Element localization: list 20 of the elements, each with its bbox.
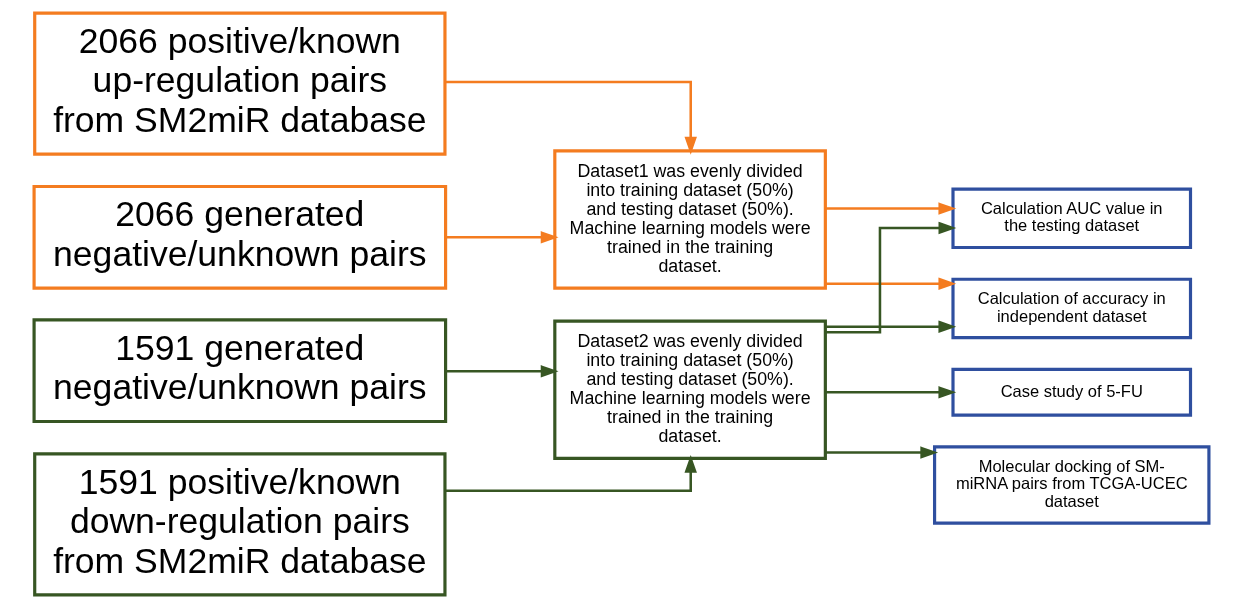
arrow xyxy=(445,365,559,378)
arrow xyxy=(825,277,956,290)
node-box: Dataset2 was evenly divided into training dataset (50%) and testing dataset (50%). Machine learning models were trained in the training dataset. xyxy=(552,319,827,460)
node-box: Case study of 5-FU xyxy=(950,367,1192,417)
node-box: 2066 positive/known up-regulation pairs from SM2miR database xyxy=(32,11,447,156)
node-box: Dataset1 was evenly divided into training dataset (50%) and testing dataset (50%). Machine learning models were trained in the training dataset. xyxy=(552,149,827,290)
node-box: 1591 generated negative/unknown pairs xyxy=(32,318,447,424)
arrow xyxy=(825,221,956,334)
node-box: Molecular docking of SM-miRNA pairs from TCGA-UCEC dataset xyxy=(932,445,1210,525)
node-box: Calculation AUC value in the testing dataset xyxy=(950,187,1192,250)
node-box: Calculation of accuracy in independent dataset xyxy=(950,277,1192,340)
arrow xyxy=(825,446,938,459)
node-box: 1591 positive/known down-regulation pairs from SM2miR database xyxy=(32,452,447,597)
arrow xyxy=(445,231,559,244)
node-box: 2066 generated negative/unknown pairs xyxy=(32,184,447,290)
arrow xyxy=(444,454,697,492)
arrow xyxy=(825,386,956,399)
arrow xyxy=(825,202,956,215)
arrow xyxy=(444,80,697,155)
arrow xyxy=(825,320,956,333)
